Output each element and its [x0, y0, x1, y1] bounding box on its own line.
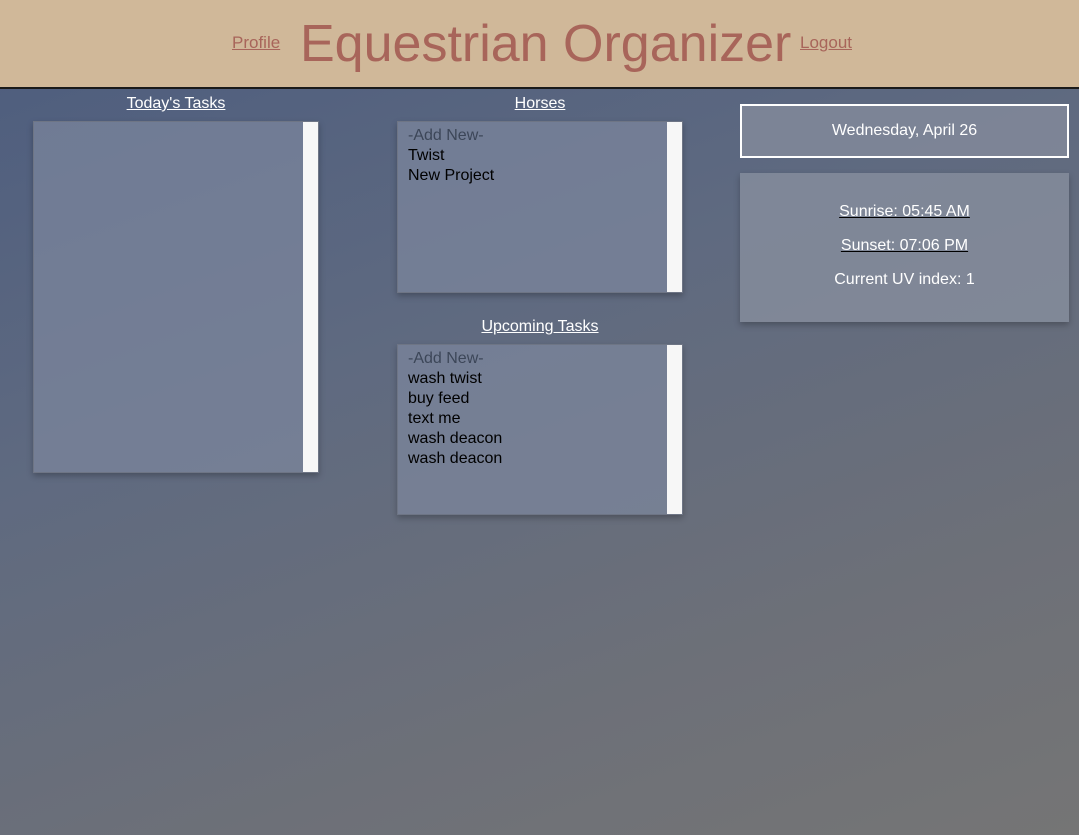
sunset-row[interactable]: Sunset: 07:06 PM [740, 237, 1069, 255]
add-new-option[interactable]: -Add New- [408, 127, 484, 144]
sunrise-text: Sunrise: 05:45 AM [839, 203, 970, 220]
list-item[interactable]: Twist [408, 147, 445, 164]
upcoming-tasks-scrollbar[interactable] [667, 345, 682, 514]
logout-link[interactable]: Logout [800, 33, 852, 52]
list-item[interactable]: wash twist [408, 370, 482, 387]
sun-info-panel: Sunrise: 05:45 AM Sunset: 07:06 PM Curre… [740, 173, 1069, 322]
list-item[interactable]: wash deacon [408, 430, 503, 447]
uv-index-text: Current UV index: 1 [834, 271, 975, 288]
list-item[interactable]: wash deacon [408, 450, 503, 467]
list-item[interactable]: text me [408, 410, 461, 427]
todays-tasks-items [34, 122, 318, 130]
todays-tasks-list[interactable] [33, 121, 319, 473]
list-item[interactable]: buy feed [408, 390, 470, 407]
todays-tasks-heading[interactable]: Today's Tasks [126, 95, 226, 112]
horses-scrollbar[interactable] [667, 122, 682, 292]
date-display: Wednesday, April 26 [740, 104, 1069, 158]
sunset-text: Sunset: 07:06 PM [840, 237, 969, 254]
site-title: Equestrian Organizer [300, 15, 792, 73]
list-item[interactable]: New Project [408, 167, 495, 184]
todays-tasks-scrollbar[interactable] [303, 122, 318, 472]
sunrise-row[interactable]: Sunrise: 05:45 AM [740, 203, 1069, 221]
add-new-option[interactable]: -Add New- [408, 350, 484, 367]
upcoming-tasks-list[interactable]: -Add New-wash twist buy feed text me wash d… [397, 344, 683, 515]
header-bar: Profile Equestrian Organizer Logout [0, 0, 1079, 89]
upcoming-tasks-items: -Add New-wash twist buy feed text me wash d… [398, 345, 682, 473]
profile-link[interactable]: Profile [232, 33, 281, 52]
upcoming-tasks-heading[interactable]: Upcoming Tasks [481, 318, 599, 335]
horses-heading[interactable]: Horses [514, 95, 566, 112]
